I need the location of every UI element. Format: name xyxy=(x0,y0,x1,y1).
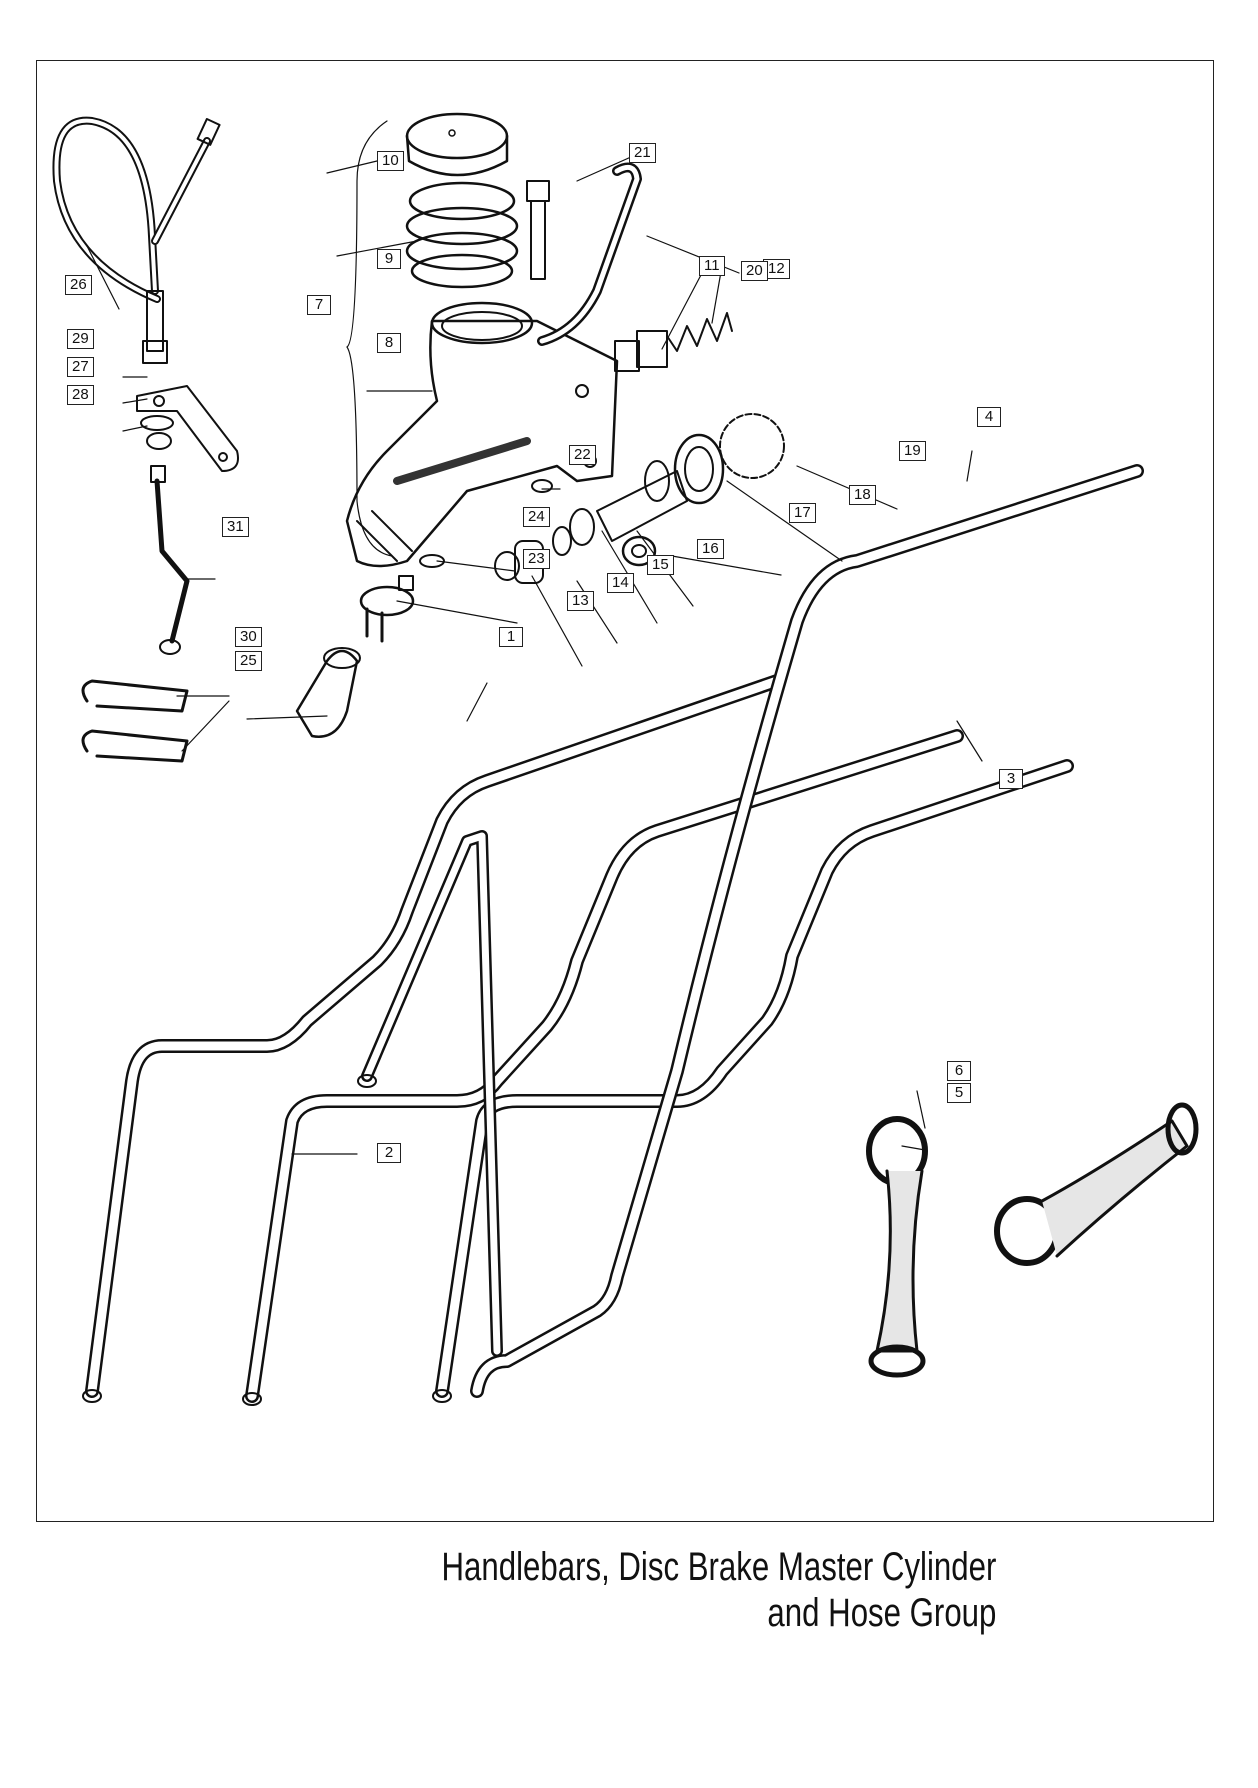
adjuster-nut-drawing xyxy=(614,330,668,372)
callout-30: 30 xyxy=(235,627,262,647)
reservoir-boot-drawing xyxy=(405,181,519,289)
handlebar-grips-drawing xyxy=(866,1102,1199,1378)
callout-7: 7 xyxy=(307,295,331,315)
handlebar-2-drawing xyxy=(85,674,964,1403)
callout-10: 10 xyxy=(377,151,404,171)
reservoir-cap-drawing xyxy=(405,112,509,177)
callout-21: 21 xyxy=(629,143,656,163)
callout-16: 16 xyxy=(697,539,724,559)
callout-23: 23 xyxy=(523,549,550,569)
exploded-parts-drawing xyxy=(52,112,1199,1406)
callout-8: 8 xyxy=(377,333,401,353)
callout-6: 6 xyxy=(947,1061,971,1081)
callout-14: 14 xyxy=(607,573,634,593)
callout-18: 18 xyxy=(849,485,876,505)
callout-13: 13 xyxy=(567,591,594,611)
callout-27: 27 xyxy=(67,357,94,377)
diagram-title: Handlebars, Disc Brake Master Cylinder a… xyxy=(441,1544,996,1636)
diagram-frame: 10 21 12 20 9 11 26 7 29 8 27 28 4 22 19… xyxy=(36,60,1214,1522)
pivot-bolt-drawing xyxy=(526,180,550,280)
return-spring-drawing xyxy=(666,312,733,352)
handlebar-1-drawing xyxy=(361,830,503,1357)
title-line-1: Handlebars, Disc Brake Master Cylinder xyxy=(441,1545,996,1589)
handlebar-3-drawing xyxy=(435,759,1074,1398)
callout-12: 12 xyxy=(763,259,790,279)
piston-assembly-drawing xyxy=(494,413,785,584)
title-line-2: and Hose Group xyxy=(767,1591,996,1635)
callout-2: 2 xyxy=(377,1143,401,1163)
hose-bracket-drawing xyxy=(136,385,239,483)
callout-29: 29 xyxy=(67,329,94,349)
brake-lever-drawing xyxy=(537,162,642,346)
master-cylinder-drawing xyxy=(345,301,619,568)
callout-20: 20 xyxy=(741,261,768,281)
callout-17: 17 xyxy=(789,503,816,523)
callout-25: 25 xyxy=(235,651,262,671)
callout-3: 3 xyxy=(999,769,1023,789)
clamp-drawing xyxy=(295,647,361,738)
stop-light-switch-drawing xyxy=(359,554,445,643)
callout-11: 11 xyxy=(699,256,725,276)
callout-22: 22 xyxy=(569,445,596,465)
brake-pipe-drawing xyxy=(154,478,190,644)
spring-clips-drawing xyxy=(81,679,189,763)
callout-31: 31 xyxy=(222,517,249,537)
callout-4: 4 xyxy=(977,407,1001,427)
callout-19: 19 xyxy=(899,441,926,461)
brake-hose-drawing xyxy=(52,116,221,364)
handlebar-4-drawing xyxy=(470,464,1144,1398)
callout-24: 24 xyxy=(523,507,550,527)
callout-5: 5 xyxy=(947,1083,971,1103)
callout-9: 9 xyxy=(377,249,401,269)
callout-1: 1 xyxy=(499,627,523,647)
callout-28: 28 xyxy=(67,385,94,405)
callout-15: 15 xyxy=(647,555,674,575)
callout-26: 26 xyxy=(65,275,92,295)
